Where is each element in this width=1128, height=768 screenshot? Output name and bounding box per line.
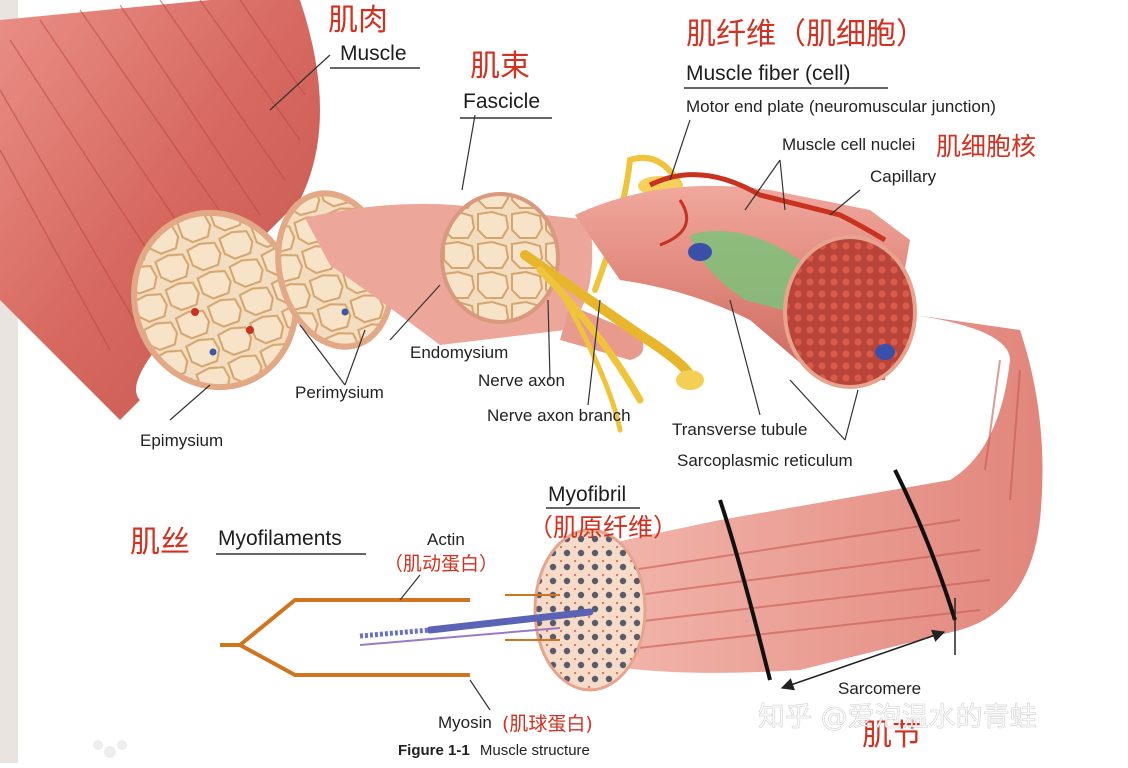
magnification-bracket — [220, 598, 470, 677]
label-myosin: Myosin — [438, 713, 492, 732]
label-muscle-fiber: Muscle fiber (cell) — [686, 62, 851, 85]
nucleus-icon — [688, 243, 712, 261]
label-myofilaments-zh: 肌丝 — [130, 525, 190, 560]
label-transverse-tubule: Transverse tubule — [672, 420, 807, 439]
label-perimysium: Perimysium — [295, 383, 384, 402]
label-actin: Actin — [427, 530, 465, 549]
muscle-fiber — [575, 172, 917, 389]
label-fascicle: Fascicle — [463, 90, 540, 113]
label-muscle: Muscle — [340, 42, 407, 65]
label-epimysium: Epimysium — [140, 431, 223, 450]
figure-caption-text: Muscle structure — [480, 742, 590, 759]
figure-number: Figure 1-1 — [398, 742, 470, 759]
label-fascicle-zh: 肌束 — [470, 49, 530, 84]
muscle-fiber-extension — [560, 315, 1043, 681]
label-motor-end-plate: Motor end plate (neuromuscular junction) — [686, 97, 996, 116]
label-endomysium: Endomysium — [410, 343, 508, 362]
label-actin-zh: （肌动蛋白） — [384, 553, 498, 575]
myofilament — [359, 608, 594, 646]
label-sarcomere: Sarcomere — [838, 679, 921, 698]
paw-watermark-icon — [93, 740, 127, 758]
label-myofibril-zh: （肌原纤维） — [528, 513, 678, 542]
nucleus-icon — [875, 344, 895, 360]
label-sarcomere-zh: 肌节 — [862, 718, 922, 753]
z-line — [893, 469, 957, 621]
figure-caption: Figure 1-1 Muscle structure — [398, 742, 590, 759]
label-sarcoplasmic-reticulum: Sarcoplasmic reticulum — [677, 451, 853, 470]
label-muscle-zh: 肌肉 — [328, 3, 388, 38]
label-nerve-axon: Nerve axon — [478, 371, 565, 390]
label-myofibril: Myofibril — [548, 483, 626, 506]
label-muscle-cell-nuclei-zh: 肌细胞核 — [936, 132, 1036, 161]
fascicle-cross-section — [440, 192, 560, 324]
label-capillary: Capillary — [870, 167, 937, 186]
watermark: 知乎 @爱泡温水的青蛙 — [758, 702, 1037, 733]
label-nerve-axon-branch: Nerve axon branch — [487, 406, 631, 425]
capillary-vessel — [648, 172, 887, 243]
label-myosin-zh: (肌球蛋白) — [502, 713, 593, 735]
leader-lines — [169, 54, 861, 711]
muscle-striations — [0, 0, 306, 351]
fiber-cross-section — [783, 235, 917, 389]
z-line — [718, 499, 772, 681]
label-myofilaments: Myofilaments — [218, 527, 342, 550]
fascicle — [305, 192, 644, 360]
whole-muscle — [0, 0, 395, 420]
label-muscle-fiber-zh: 肌纤维（肌细胞） — [686, 17, 926, 52]
sarcomere-arrow — [780, 629, 946, 691]
label-muscle-cell-nuclei: Muscle cell nuclei — [782, 135, 915, 154]
